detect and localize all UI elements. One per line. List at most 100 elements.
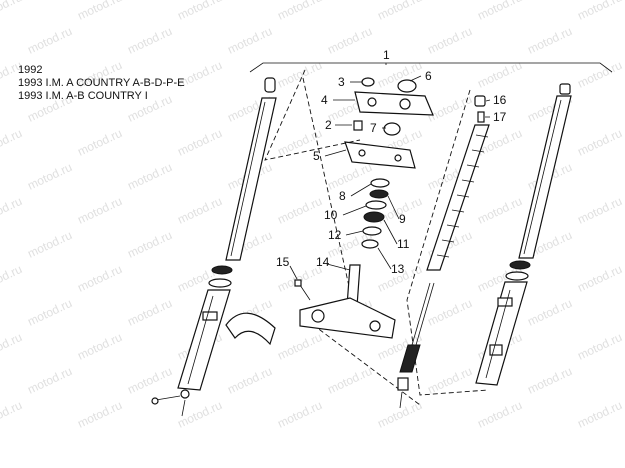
watermark-text: motod.ru — [75, 330, 124, 363]
watermark-text: motod.ru — [425, 24, 474, 57]
watermark-text: motod.ru — [525, 296, 574, 329]
watermark-text: motod.ru — [325, 364, 374, 397]
watermark-text: motod.ru — [425, 92, 474, 125]
watermark-text: motod.ru — [0, 330, 24, 363]
left-seal — [211, 265, 233, 275]
left-axle-bolt — [180, 389, 190, 399]
fork-guard-bracket — [225, 312, 276, 346]
callout-numbers: 1 2 3 4 5 6 7 8 9 10 11 12 13 14 15 16 1… — [276, 48, 507, 276]
header-line-3: 1993 I.M. A-B COUNTRY I — [18, 90, 148, 102]
ring-12 — [362, 226, 382, 236]
watermark-text: motod.ru — [325, 160, 374, 193]
cap-7 — [383, 122, 401, 136]
assembly-bracket — [249, 62, 613, 73]
ring-9 — [369, 189, 389, 199]
watermark-text: motod.ru — [325, 24, 374, 57]
watermark-text: motod.ru — [475, 194, 524, 227]
watermark-text: motod.ru — [475, 0, 524, 23]
cap-16 — [474, 95, 486, 107]
watermark-text: motod.ru — [75, 398, 124, 431]
watermark-text: motod.ru — [475, 398, 524, 431]
watermark-text: motod.ru — [575, 262, 624, 295]
header-line-1: 1992 — [18, 64, 43, 76]
watermark-text: motod.ru — [25, 228, 74, 261]
watermark-text: motod.ru — [275, 194, 324, 227]
callout-3: 3 — [338, 75, 345, 89]
watermark-text: motod.ru — [125, 24, 174, 57]
bolt-2 — [353, 120, 363, 131]
right-seal — [509, 260, 531, 270]
watermark-text: motod.ru — [275, 398, 324, 431]
top-yoke-4 — [354, 91, 434, 116]
left-dust-ring — [208, 278, 232, 288]
callout-5: 5 — [313, 149, 320, 163]
damper-spring — [399, 344, 421, 373]
left-top-cap — [264, 77, 276, 93]
leader-lines — [289, 63, 491, 280]
watermark-text: motod.ru — [525, 24, 574, 57]
watermark-text: motod.ru — [75, 126, 124, 159]
right-slider-boss — [497, 297, 513, 307]
callout-9: 9 — [399, 212, 406, 226]
watermark-text: motod.ru — [25, 296, 74, 329]
top-nut-3 — [361, 77, 375, 87]
callout-11: 11 — [397, 237, 410, 251]
callout-13: 13 — [391, 262, 405, 276]
right-slider — [475, 281, 528, 386]
callout-17: 17 — [493, 110, 507, 124]
watermark-text: motod.ru — [575, 0, 624, 23]
callout-2: 2 — [325, 118, 332, 132]
watermark-text: motod.ru — [125, 160, 174, 193]
watermark-text: motod.ru — [575, 398, 624, 431]
watermark-text: motod.ru — [25, 160, 74, 193]
spring-body — [426, 124, 490, 271]
left-fork-leg — [151, 77, 277, 417]
callout-4: 4 — [321, 93, 328, 107]
left-slider-boss — [202, 311, 218, 321]
watermark-text: motod.ru — [75, 262, 124, 295]
top-nut-6 — [397, 79, 417, 93]
left-drain-screw — [151, 397, 159, 405]
ring-8 — [370, 178, 390, 188]
watermark-text: motod.ru — [525, 364, 574, 397]
watermark-text: motod.ru — [275, 0, 324, 23]
watermark-text: motod.ru — [575, 330, 624, 363]
right-top-cap — [559, 83, 571, 95]
watermark-text: motod.ru — [75, 194, 124, 227]
watermark-text: motod.ru — [0, 194, 24, 227]
callout-15: 15 — [276, 255, 290, 269]
watermark-text: motod.ru — [375, 0, 424, 23]
watermark-text: motod.ru — [25, 24, 74, 57]
callout-7: 7 — [370, 121, 377, 135]
watermark-text: motod.ru — [125, 296, 174, 329]
watermark-text: motod.ru — [0, 126, 24, 159]
callout-16: 16 — [493, 93, 507, 107]
steering-stem-14 — [299, 264, 396, 339]
watermark-text: motod.ru — [225, 24, 274, 57]
header-line-2: 1993 I.M. A COUNTRY A-B-D-P-E — [18, 77, 185, 89]
damper-rod — [411, 282, 431, 346]
watermark-text: motod.ru — [125, 228, 174, 261]
top-yoke-assembly — [344, 77, 434, 169]
callout-8: 8 — [339, 189, 346, 203]
watermark-text: motod.ru — [575, 126, 624, 159]
watermark-text: motod.ru — [125, 364, 174, 397]
fork-spring-17 — [397, 95, 490, 409]
watermark-text: motod.ru — [575, 194, 624, 227]
left-stanchion — [225, 97, 277, 261]
watermark-text: motod.ru — [75, 0, 124, 23]
bearing-11 — [363, 211, 385, 223]
watermark-text: motod.ru — [0, 262, 24, 295]
callout-10: 10 — [324, 208, 338, 222]
right-dust-ring — [505, 271, 529, 281]
watermark-text: motod.ru — [175, 126, 224, 159]
callout-6: 6 — [425, 69, 432, 83]
watermark-text: motod.ru — [175, 194, 224, 227]
watermark-text: motod.ru — [0, 0, 24, 23]
watermark-text: motod.ru — [275, 330, 324, 363]
right-fork-leg — [475, 83, 572, 386]
damper-nut — [397, 377, 409, 391]
ring-10 — [365, 200, 387, 210]
